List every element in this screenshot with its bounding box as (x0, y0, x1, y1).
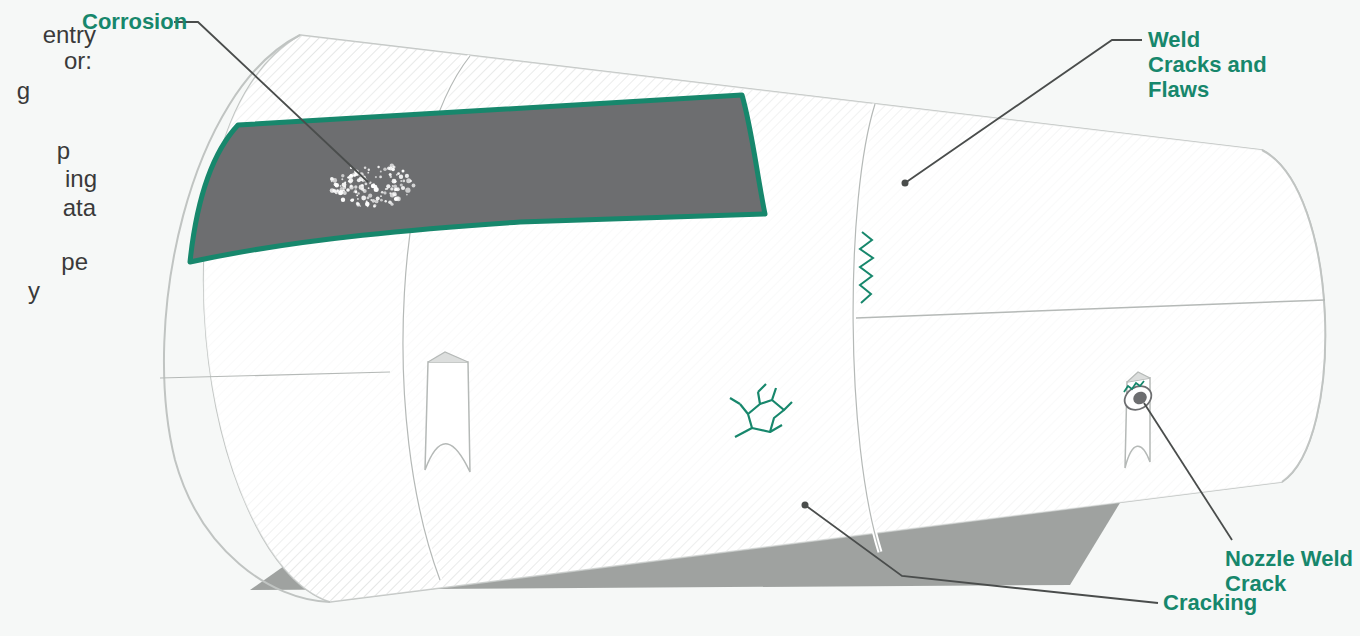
long-seam-left (160, 372, 390, 378)
right-end-cap (1262, 150, 1325, 482)
text-fragment: g (17, 77, 30, 105)
text-fragment: ing (65, 165, 97, 193)
leader-dot (802, 502, 809, 509)
text-fragment: or: (64, 47, 92, 75)
corrosion-cutaway (190, 95, 765, 262)
left-saddle (425, 362, 470, 472)
text-fragment: p (57, 137, 70, 165)
text-fragment: entry (43, 21, 96, 49)
callout-label: Nozzle Weld Crack (1225, 546, 1355, 596)
girth-seam-mid-line (853, 104, 880, 552)
leader-dot (902, 180, 909, 187)
leader-lines (174, 22, 1232, 603)
corrosion-pitting (330, 164, 416, 208)
long-seam (856, 300, 1325, 318)
nozzle (1120, 381, 1155, 415)
callout-label: Cracking (1163, 590, 1257, 615)
text-fragment: pe (61, 248, 88, 276)
weld-crack (860, 232, 873, 303)
crack-network (730, 384, 792, 437)
text-fragment: ata (63, 194, 96, 222)
text-fragment: y (28, 277, 40, 305)
callout-label: Corrosion (82, 9, 187, 34)
callout-label: Weld Cracks and Flaws (1148, 27, 1278, 102)
left-saddle-face (428, 352, 468, 362)
girth-seam-mid (853, 104, 880, 552)
right-saddle-face (1127, 372, 1150, 382)
